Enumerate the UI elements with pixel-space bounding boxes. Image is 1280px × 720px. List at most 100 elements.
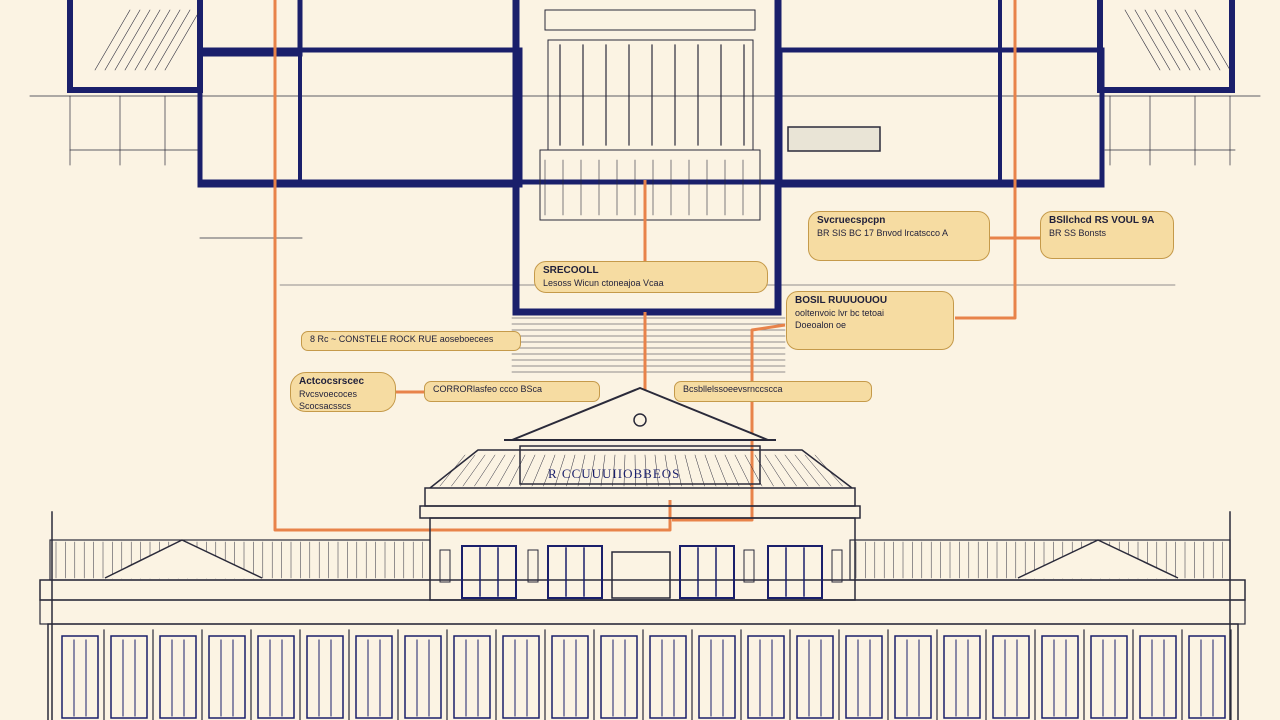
ground-window-2 [159, 635, 197, 719]
ground-window-18 [943, 635, 981, 719]
wing-hatch-l-4 [134, 9, 171, 71]
roof-hatch-25 [714, 454, 728, 487]
callout-c7: CORRORlasfeo ccco BSca [424, 381, 600, 402]
ground-window-13 [698, 635, 736, 719]
roof-hatch-9 [543, 454, 556, 487]
wing-hatch-r-7 [1194, 9, 1231, 71]
callout-c1-line1: Svcruecspcpn [817, 215, 886, 226]
roof-hatch-17 [634, 454, 636, 487]
ground-window-22 [1139, 635, 1177, 719]
ground-window-19 [992, 635, 1030, 719]
roof-hatch-27 [734, 454, 751, 487]
wing-hatch-l-6 [154, 9, 191, 71]
roof-hatch-6 [508, 454, 526, 487]
roof-hatch-34 [804, 454, 832, 487]
wing-hatch-r-1 [1134, 9, 1171, 71]
roof-hatch-12 [577, 454, 586, 487]
ground-window-1 [110, 635, 148, 719]
roof-hatch-4 [485, 454, 506, 487]
ground-window-8 [453, 635, 491, 719]
right-gable [1017, 539, 1179, 579]
plan-hall-right [777, 47, 1105, 188]
wing-hatch-r-3 [1154, 9, 1191, 71]
callout-c3-line2: Lesoss Wicun ctoneajoa Vcaa [543, 278, 664, 288]
ground-window-12 [649, 635, 687, 719]
tower-base [539, 149, 761, 221]
callout-c6-line2: Rvcsvoecoces [299, 389, 358, 399]
roof-hatch-3 [474, 454, 496, 487]
roof-hatch-1 [451, 454, 476, 487]
ground-window-23 [1188, 635, 1226, 719]
ground-window-4 [257, 635, 295, 719]
roof-hatch-15 [612, 454, 616, 487]
roof-hatch-8 [531, 454, 546, 487]
ground-window-3 [208, 635, 246, 719]
callout-c4: BOSIL RUUUOUOU ooltenvoic lvr bc tetoai … [786, 291, 954, 350]
central-window-3 [767, 545, 823, 599]
callout-c2-line2: BR SS Bonsts [1049, 228, 1107, 238]
roof-hatch-10 [554, 454, 566, 487]
wing-hatch-l-1 [104, 9, 141, 71]
roof-hatch-11 [566, 454, 576, 487]
wing-hatch-l-2 [114, 9, 151, 71]
plan-bench [787, 126, 881, 152]
roof-hatch-16 [623, 454, 626, 487]
central-niche-2 [743, 549, 755, 583]
pediment-oculus [633, 413, 647, 427]
roof-hatch-19 [654, 454, 659, 487]
central-entablature [419, 505, 861, 519]
left-gable [104, 539, 263, 579]
roof-hatch-29 [754, 454, 774, 487]
roof-hatch-2 [462, 454, 486, 487]
central-niche-0 [439, 549, 451, 583]
roof-hatch-35 [814, 454, 843, 487]
wing-hatch-l-3 [124, 9, 161, 71]
callout-c1-line2: BR SIS BC 17 Bnvod lrcatscco A [817, 228, 949, 238]
roof-hatch-26 [724, 454, 740, 487]
central-niche-1 [527, 549, 539, 583]
callout-c5-line1: 8 Rc ~ CONSTELE ROCK RUE aoseboecees [310, 334, 494, 344]
wing-hatch-l-0 [94, 9, 131, 71]
callout-c5: 8 Rc ~ CONSTELE ROCK RUE aoseboecees [301, 331, 521, 351]
callout-c6-line3: Scocsacsscs [299, 401, 352, 411]
roof-hatch-14 [600, 454, 606, 487]
central-window-2 [679, 545, 735, 599]
callout-c4-line1: BOSIL RUUUOUOU [795, 295, 888, 306]
wing-hatch-r-6 [1184, 9, 1221, 71]
callout-c3-line1: SRECOOLL [543, 265, 599, 276]
wing-hatch-r-0 [1124, 9, 1161, 71]
callout-c2: BSllchcd RS VOUL 9A BR SS Bonsts [1040, 211, 1174, 259]
roof-hatch-30 [764, 454, 786, 487]
central-doorway [611, 551, 671, 599]
ground-window-20 [1041, 635, 1079, 719]
roof-hatch-33 [794, 454, 820, 487]
plan-hall-left [197, 47, 523, 188]
facade-sign-text: R CCUUUIIOBBEOS [548, 466, 681, 481]
callout-c4-line2: ooltenvoic lvr bc tetoai [795, 308, 885, 318]
callout-c8-line1: Bcsbllelssoeevsrnccscca [683, 384, 783, 394]
ground-window-21 [1090, 635, 1128, 719]
roof-hatch-32 [784, 454, 809, 487]
roof-hatch-23 [694, 454, 705, 487]
facade-body [47, 623, 1239, 720]
leader-line-1 [955, 0, 1017, 320]
wing-hatch-l-5 [144, 9, 181, 71]
ground-window-17 [894, 635, 932, 719]
ground-window-6 [355, 635, 393, 719]
ground-window-7 [404, 635, 442, 719]
roof-hatch-28 [744, 454, 763, 487]
roof-hatch-13 [589, 454, 596, 487]
plan-wing-left [67, 0, 203, 93]
roof-hatch-20 [664, 454, 671, 487]
roof-hatch-18 [644, 454, 648, 487]
leader-line-4 [672, 323, 786, 522]
ground-window-0 [61, 635, 99, 719]
plan-room-left [197, 0, 303, 57]
tower-colonnade [547, 39, 754, 151]
callout-c4-line3: Doeoalon oe [795, 320, 847, 330]
leader-line-0 [273, 0, 672, 532]
ground-window-5 [306, 635, 344, 719]
callout-c1: Svcruecspcpn BR SIS BC 17 Bnvod lrcatscc… [808, 211, 990, 261]
ground-window-9 [502, 635, 540, 719]
